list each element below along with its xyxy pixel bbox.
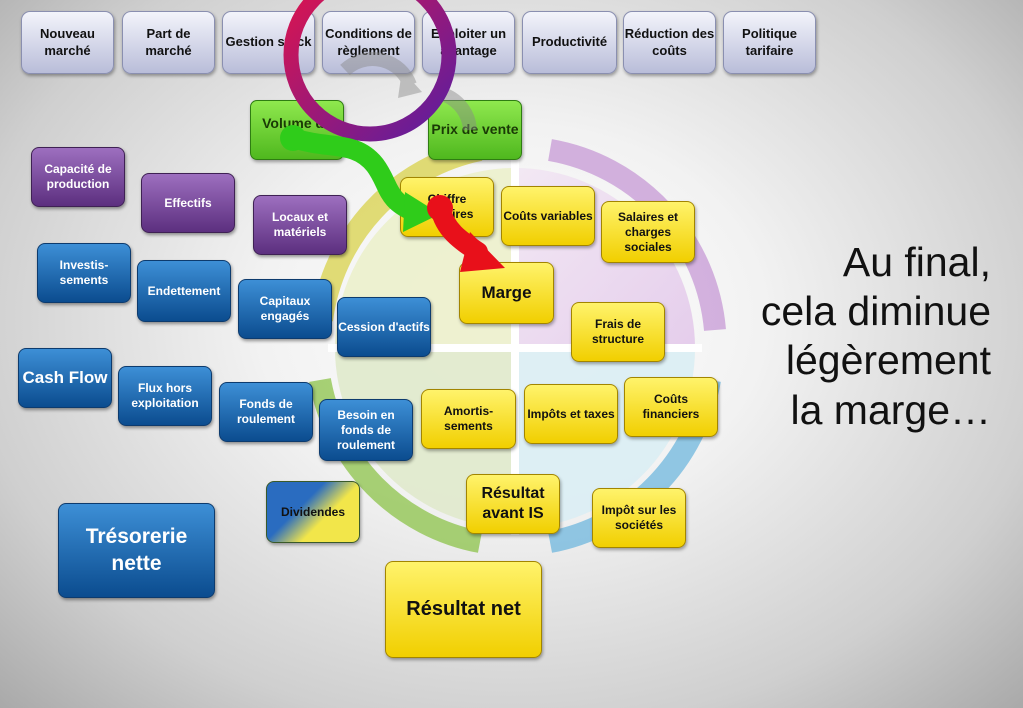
couts-variables-box: Coûts variables [501, 186, 595, 246]
highlight-ring [283, 0, 457, 142]
besoin-fonds-roulement-box: Besoin en fonds de roulement [319, 399, 413, 461]
green-arrow-icon [280, 125, 440, 232]
amortissements-box: Amortis-sements [421, 389, 516, 449]
fonds-roulement-box: Fonds de roulement [219, 382, 313, 442]
conclusion-line-3: légèrement [785, 337, 991, 384]
cash-flow-box: Cash Flow [18, 348, 112, 408]
dividendes-box: Dividendes [266, 481, 360, 543]
red-arrow-icon [427, 195, 505, 272]
conclusion-line-4: la marge… [790, 386, 991, 433]
conclusion-line-2: cela diminue [760, 288, 991, 335]
capitaux-engages-box: Capitaux engagés [238, 279, 332, 339]
tab-nouveau-marche[interactable]: Nouveau marché [21, 11, 114, 74]
resultat-avant-is-box: Résultat avant IS [466, 474, 560, 534]
flux-hors-exploitation-box: Flux hors exploitation [118, 366, 212, 426]
marge-box: Marge [459, 262, 554, 324]
tab-politique-tarifaire[interactable]: Politique tarifaire [723, 11, 816, 74]
tab-part-de-marche[interactable]: Part de marché [122, 11, 215, 74]
tab-conditions-reglement[interactable]: Conditions de règlement [322, 11, 415, 74]
investissements-box: Investis-sements [37, 243, 131, 303]
resultat-net-box: Résultat net [385, 561, 542, 658]
capacite-production-box: Capacité de production [31, 147, 125, 207]
salaires-charges-box: Salaires et charges sociales [601, 201, 695, 263]
effectifs-box: Effectifs [141, 173, 235, 233]
tab-productivite[interactable]: Productivité [522, 11, 617, 74]
cycle-arrow-icon [340, 52, 477, 131]
impot-societes-box: Impôt sur les sociétés [592, 488, 686, 548]
locaux-materiels-box: Locaux et matériels [253, 195, 347, 255]
tresorerie-nette-box: Trésorerie nette [58, 503, 215, 598]
tab-reduction-couts[interactable]: Réduction des coûts [623, 11, 716, 74]
prix-de-vente-box: Prix de vente [428, 100, 522, 160]
conclusion-line-1: Au final, [842, 239, 991, 285]
conclusion-text: Au final, cela diminue légèrement la mar… [651, 238, 991, 435]
impots-taxes-box: Impôts et taxes [524, 384, 618, 444]
cession-actifs-box: Cession d'actifs [337, 297, 431, 357]
couts-financiers-box: Coûts financiers [624, 377, 718, 437]
frais-structure-box: Frais de structure [571, 302, 665, 362]
endettement-box: Endettement [137, 260, 231, 322]
